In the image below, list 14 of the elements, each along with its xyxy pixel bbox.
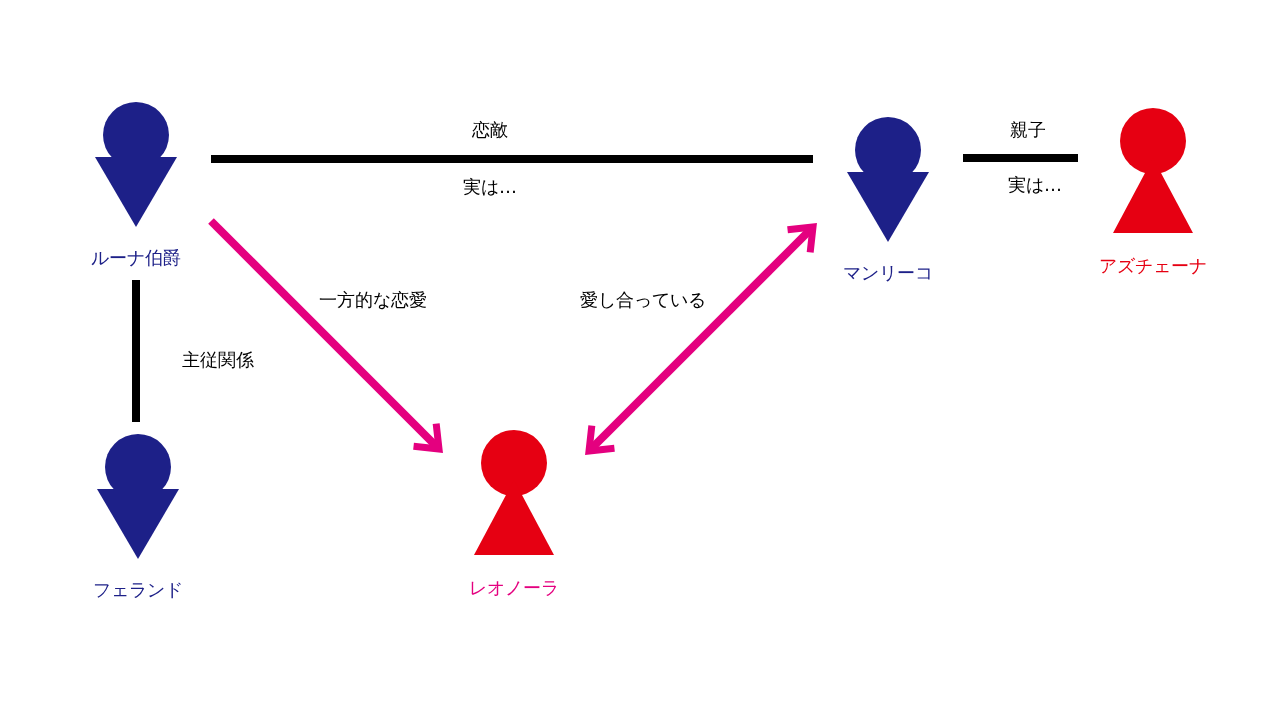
arrow	[208, 218, 443, 453]
character-name: ルーナ伯爵	[91, 246, 181, 270]
edge-label: 一方的な恋愛	[319, 288, 427, 312]
relation-note: 実は…	[463, 175, 517, 199]
character-name: アズチェーナ	[1099, 254, 1207, 278]
edge-label: 愛し合っている	[580, 288, 706, 312]
relation-note: 実は…	[1008, 173, 1062, 197]
arrow	[585, 223, 817, 455]
edge-label: 主従関係	[182, 348, 254, 372]
character-name: フェランド	[93, 578, 183, 602]
edge-label: 恋敵	[472, 118, 508, 142]
character-name: レオノーラ	[469, 576, 559, 600]
character-name: マンリーコ	[843, 261, 933, 285]
edge-label: 親子	[1010, 118, 1046, 142]
